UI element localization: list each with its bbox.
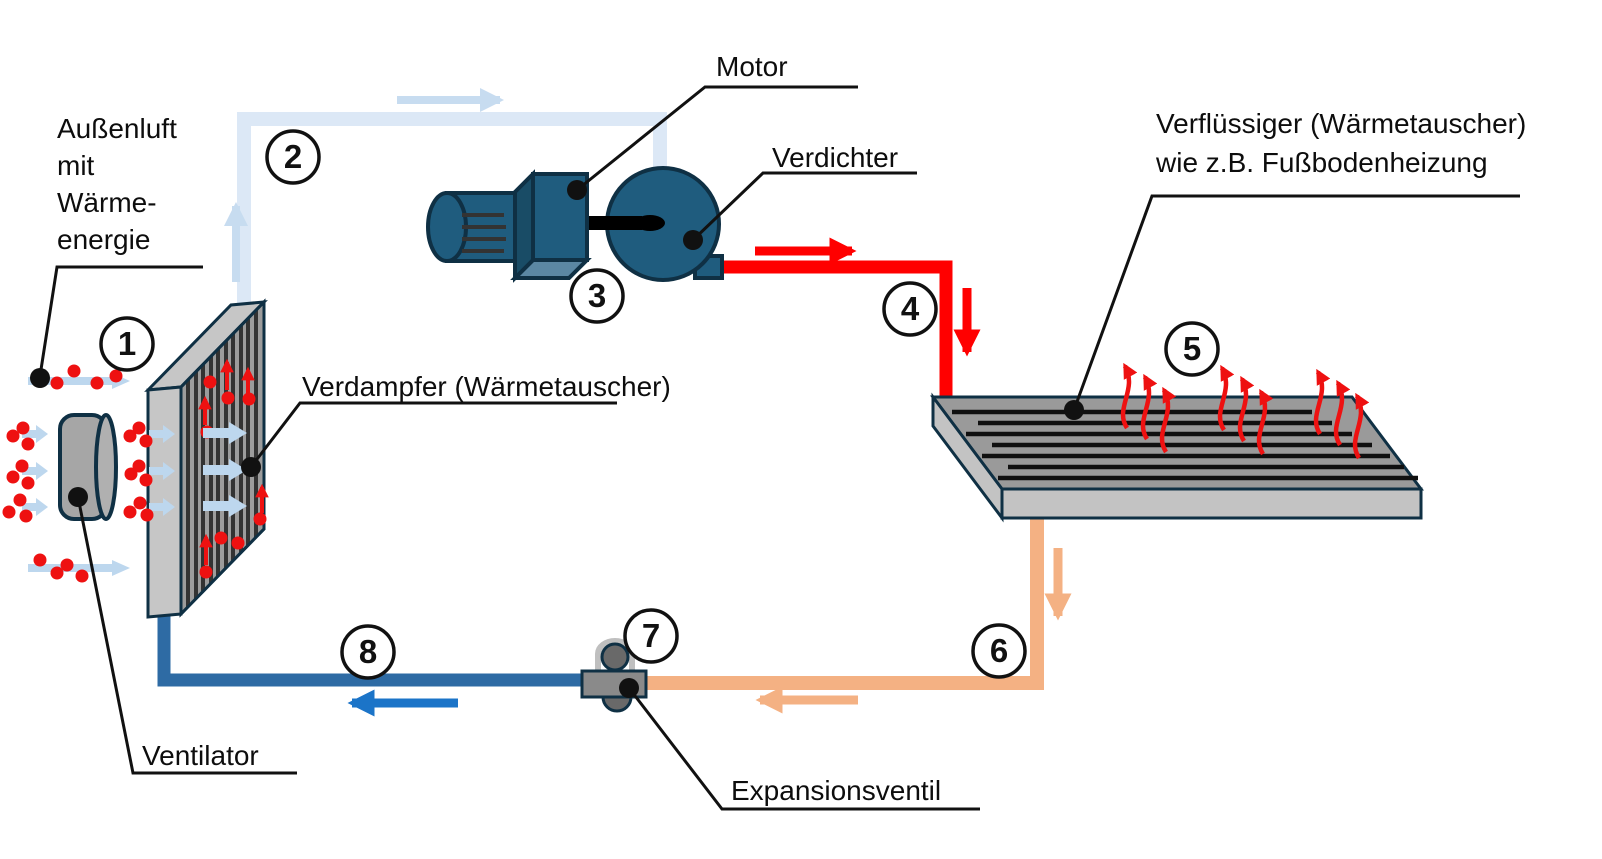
motor xyxy=(426,169,592,283)
heat-rise-arrows xyxy=(1120,362,1370,460)
floor-heating-coils xyxy=(952,409,1418,481)
badge-2: 2 xyxy=(265,129,321,185)
svg-text:4: 4 xyxy=(901,290,920,327)
outside-air-label: Außenluft mit Wärme- energie xyxy=(57,113,177,255)
svg-text:3: 3 xyxy=(588,277,606,314)
svg-text:1: 1 xyxy=(118,325,136,362)
fan-label: Ventilator xyxy=(142,740,259,771)
condenser-floor-panel xyxy=(930,392,1424,523)
svg-text:2: 2 xyxy=(284,138,302,175)
svg-text:8: 8 xyxy=(359,633,377,670)
motor-label: Motor xyxy=(716,51,788,82)
badge-7: 7 xyxy=(623,608,679,664)
badge-6: 6 xyxy=(971,623,1027,679)
svg-text:7: 7 xyxy=(642,617,660,654)
compressor-label: Verdichter xyxy=(772,142,899,173)
condenser-label: Verflüssiger (Wärmetauscher) wie z.B. Fu… xyxy=(1156,108,1527,178)
hot-gas-pipe xyxy=(716,260,953,399)
evaporator-label: Verdampfer (Wärmetauscher) xyxy=(302,371,671,402)
outside-air-heat-dots xyxy=(2,364,154,583)
expansion-valve-label: Expansionsventil xyxy=(731,775,942,806)
badge-1: 1 xyxy=(99,316,155,372)
badge-3: 3 xyxy=(569,268,625,324)
motor-vents xyxy=(462,213,506,253)
expansion-valve xyxy=(580,638,648,713)
motor-shaft xyxy=(578,215,665,231)
callouts xyxy=(30,85,1520,811)
cold-liquid-pipe xyxy=(157,605,588,687)
badge-8: 8 xyxy=(340,624,396,680)
warm-liquid-pipe xyxy=(640,515,1044,690)
badge-4: 4 xyxy=(882,281,938,337)
badge-5: 5 xyxy=(1164,321,1220,377)
svg-text:6: 6 xyxy=(990,632,1008,669)
fan xyxy=(58,413,118,521)
svg-text:5: 5 xyxy=(1183,330,1201,367)
